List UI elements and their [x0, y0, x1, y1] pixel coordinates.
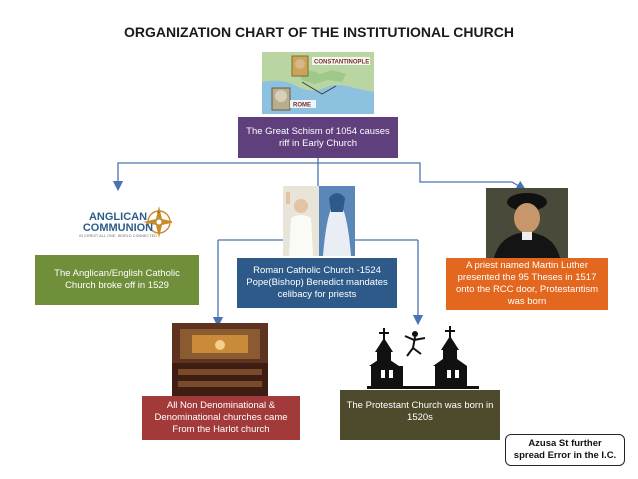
anglican-node: The Anglican/English Catholic Church bro…	[35, 255, 199, 305]
protestant-churches-illustration	[367, 326, 479, 389]
schism-node: The Great Schism of 1054 causes riff in …	[238, 117, 398, 158]
azusa-note: Azusa St further spread Error in the I.C…	[505, 434, 625, 466]
protestant-node: The Protestant Church was born in 1520s	[340, 390, 500, 440]
anglican-logo-tagline: IN CHRIST ALL ONE, WORLD CONNECTED	[79, 234, 157, 238]
anglican-logo-line2: COMMUNION	[82, 222, 154, 234]
arrow-to-luther	[318, 162, 527, 191]
church-interior-illustration	[172, 323, 268, 396]
map-label-constantinople: CONSTANTINOPLE	[314, 60, 369, 66]
pope-and-mary-photo	[283, 186, 355, 256]
martin-luther-portrait	[486, 188, 568, 258]
map-illustration: CONSTANTINOPLE ROME	[262, 52, 374, 114]
nondenominational-node: All Non Denominational & Denominational …	[142, 396, 300, 440]
chart-title: ORGANIZATION CHART OF THE INSTITUTIONAL …	[124, 24, 514, 40]
anglican-communion-logo: +	[143, 206, 172, 238]
anglican-logo-text: ANGLICAN COMMUNION IN CHRIST ALL ONE, WO…	[78, 212, 158, 239]
luther-illustration	[486, 188, 568, 258]
mediterranean-map-image: CONSTANTINOPLE ROME	[262, 52, 374, 114]
roman-catholic-node: Roman Catholic Church -1524 Pope(Bishop)…	[237, 258, 397, 308]
map-label-rome: ROME	[293, 103, 311, 109]
church-interior-photo	[172, 323, 268, 396]
svg-text:+: +	[157, 210, 160, 216]
pope-illustration	[283, 186, 355, 256]
arrow-to-anglican	[112, 162, 318, 192]
anglican-logo-line1: ANGLICAN	[88, 211, 148, 223]
luther-node: A priest named Martin Luther presented t…	[446, 258, 608, 310]
